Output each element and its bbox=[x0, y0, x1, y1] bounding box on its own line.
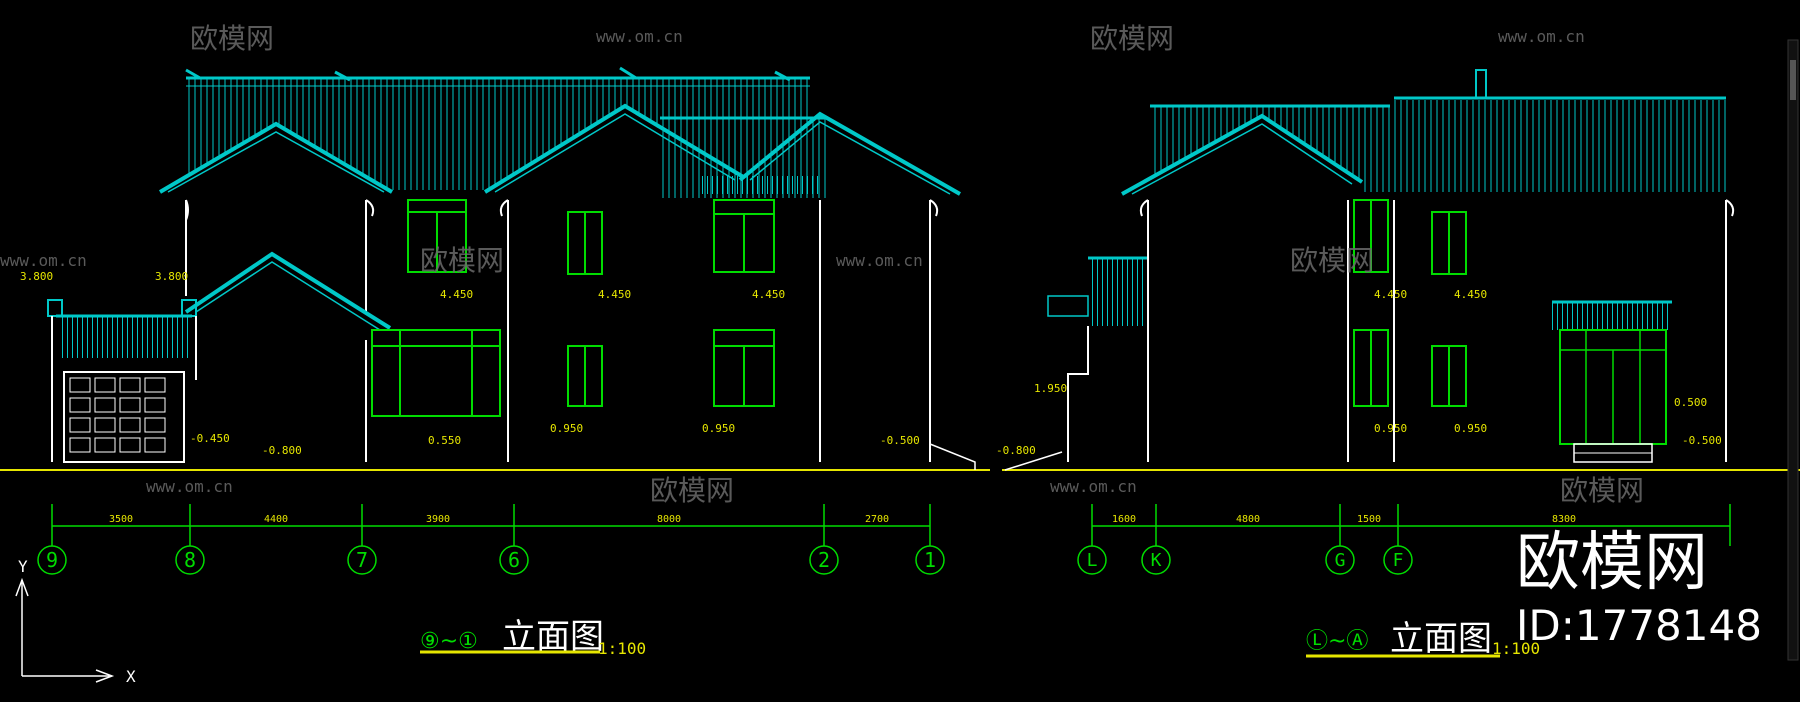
window-canopy bbox=[700, 176, 820, 194]
dim-label: 4400 bbox=[264, 514, 288, 525]
watermark-brand: 欧模网 bbox=[1290, 244, 1374, 277]
elev-label: -0.450 bbox=[190, 432, 230, 445]
ucs-x-label: X bbox=[126, 667, 136, 686]
left-view-title: ⑨~① 立面图 1:100 bbox=[420, 617, 646, 658]
watermark-url: www.om.cn bbox=[0, 251, 87, 270]
garage-annex bbox=[47, 299, 197, 463]
grid-label: 9 bbox=[46, 548, 58, 572]
left-title-axis: ⑨~① bbox=[420, 629, 478, 654]
left-dimension-line: 3500 4400 3900 8000 2700 bbox=[51, 504, 931, 546]
left-grid-bubbles bbox=[37, 545, 945, 575]
elev-label: -0.800 bbox=[996, 444, 1036, 457]
elev-label: 4.450 bbox=[440, 288, 473, 301]
grid-label: 8 bbox=[184, 548, 196, 572]
dim-label: 2700 bbox=[865, 514, 889, 525]
watermarks: 欧模网 欧模网 欧模网 欧模网 欧模网 欧模网 bbox=[190, 22, 1644, 507]
left-windows bbox=[371, 199, 775, 417]
ucs-y-label: Y bbox=[18, 557, 28, 576]
dim-label: 1500 bbox=[1357, 514, 1381, 525]
dim-label: 4800 bbox=[1236, 514, 1260, 525]
watermark-url: www.om.cn bbox=[1050, 477, 1137, 496]
right-elevation: 1.950 -0.800 4.450 4.450 0.950 0.950 0.5… bbox=[996, 69, 1800, 659]
grid-label: 6 bbox=[508, 548, 520, 572]
dim-label: 3900 bbox=[426, 514, 450, 525]
grid-label: G bbox=[1335, 550, 1346, 571]
big-brand-watermark: 欧模网 bbox=[1516, 526, 1708, 600]
elev-label: 0.950 bbox=[1374, 422, 1407, 435]
elev-label: 0.950 bbox=[1454, 422, 1487, 435]
elev-label: -0.800 bbox=[262, 444, 302, 457]
grid-label: F bbox=[1393, 550, 1404, 571]
watermark-url: www.om.cn bbox=[1498, 27, 1585, 46]
watermark-brand: 欧模网 bbox=[1560, 474, 1644, 507]
dim-label: 3500 bbox=[109, 514, 133, 525]
ucs-axis-icon bbox=[15, 577, 115, 683]
elev-label: 1.950 bbox=[1034, 382, 1067, 395]
right-view-title: Ⓛ~Ⓐ 立面图 1:100 bbox=[1306, 619, 1540, 659]
right-title-scale: 1:100 bbox=[1492, 639, 1540, 658]
elev-label: -0.500 bbox=[1682, 434, 1722, 447]
watermark-brand: 欧模网 bbox=[190, 22, 274, 55]
right-walls bbox=[1067, 199, 1735, 462]
elev-label: 4.450 bbox=[1374, 288, 1407, 301]
left-title-text: 立面图 bbox=[502, 617, 604, 657]
elev-label: -0.500 bbox=[880, 434, 920, 447]
elev-label: 3.800 bbox=[20, 270, 53, 283]
canvas-scrollbar[interactable] bbox=[1787, 39, 1799, 661]
entrance-door bbox=[1552, 300, 1672, 463]
watermark-id-label: ID:1778148 bbox=[1516, 601, 1762, 650]
watermark-brand: 欧模网 bbox=[650, 474, 734, 507]
elev-label: 0.500 bbox=[1674, 396, 1707, 409]
elev-label: 4.450 bbox=[752, 288, 785, 301]
grid-label: K bbox=[1151, 550, 1162, 571]
right-main-roof bbox=[1394, 69, 1726, 192]
watermark-url: www.om.cn bbox=[596, 27, 683, 46]
left-gable-1 bbox=[158, 121, 394, 200]
grid-label: 7 bbox=[356, 548, 368, 572]
watermark-brand: 欧模网 bbox=[1090, 22, 1174, 55]
left-title-scale: 1:100 bbox=[598, 639, 646, 658]
elev-label: 0.950 bbox=[702, 422, 735, 435]
elev-label: 4.450 bbox=[1454, 288, 1487, 301]
right-grid-bubbles bbox=[1077, 545, 1413, 575]
right-title-text: 立面图 bbox=[1390, 619, 1492, 659]
right-title-axis: Ⓛ~Ⓐ bbox=[1306, 629, 1368, 654]
elev-label: 3.800 bbox=[155, 270, 188, 283]
grid-label: 1 bbox=[924, 548, 936, 572]
left-annex-gable bbox=[184, 251, 392, 462]
dim-label: 8300 bbox=[1552, 514, 1576, 525]
dim-label: 1600 bbox=[1112, 514, 1136, 525]
elev-label: 0.550 bbox=[428, 434, 461, 447]
watermark-url: www.om.cn bbox=[146, 477, 233, 496]
left-elevation: 3.800 3.800 4.450 4.450 4.450 -0.450 -0.… bbox=[0, 66, 990, 658]
elev-label: 0.950 bbox=[550, 422, 583, 435]
watermark-brand: 欧模网 bbox=[420, 244, 504, 277]
dim-label: 8000 bbox=[657, 514, 681, 525]
right-dimension-line: 1600 4800 1500 8300 bbox=[1091, 504, 1731, 546]
watermark-url: www.om.cn bbox=[836, 251, 923, 270]
elev-label: 4.450 bbox=[598, 288, 631, 301]
right-windows bbox=[1353, 199, 1467, 407]
watermark-urls: www.om.cn www.om.cn www.om.cn www.om.cn … bbox=[0, 27, 1585, 496]
right-gable-1 bbox=[1121, 104, 1390, 200]
grid-label: 2 bbox=[818, 548, 830, 572]
right-side-roof bbox=[1047, 256, 1148, 326]
grid-label: L bbox=[1087, 550, 1098, 571]
